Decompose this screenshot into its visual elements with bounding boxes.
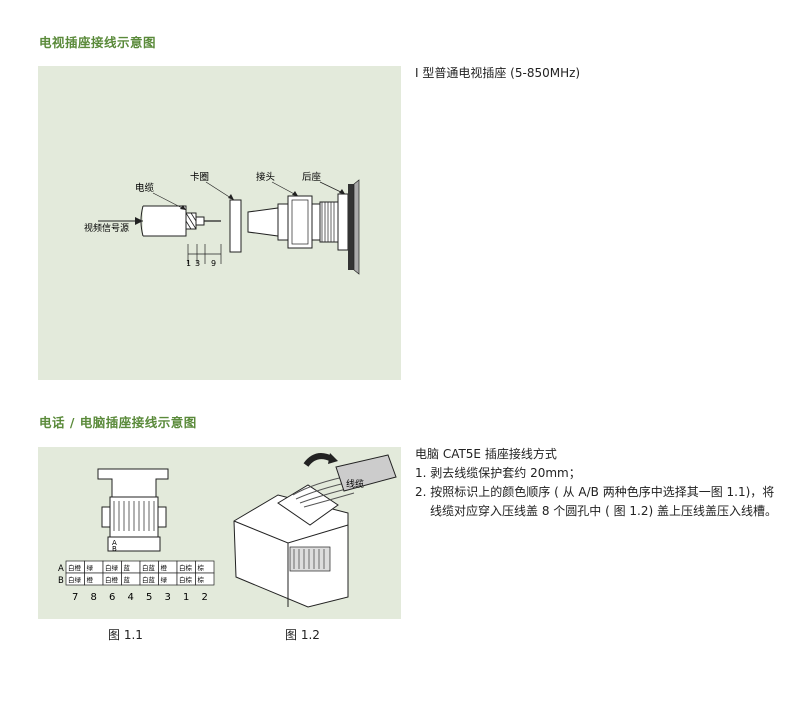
color-cell-label: 橙 xyxy=(87,575,94,584)
fig2-keystone: 线缆 xyxy=(233,453,397,608)
pin-number: 2 xyxy=(202,592,208,603)
label-back-seat: 后座 xyxy=(302,171,322,183)
pc-instructions: 电脑 CAT5E 插座接线方式 1. 剥去线缆保护套约 20mm； 2. 按照标… xyxy=(415,445,785,521)
color-cell-label: 白蓝 xyxy=(142,575,156,584)
color-cell-label: 蓝 xyxy=(124,563,131,572)
fig1-socket: A B xyxy=(97,468,169,553)
color-cell-label: 白绿 xyxy=(68,575,82,584)
pc-step-2: 2. 按照标识上的颜色顺序 ( 从 A/B 两种色序中选择其一图 1.1)，将线… xyxy=(415,485,777,518)
pin-number: 6 xyxy=(109,592,115,603)
tv-wiring-diagram: 1 3 9 电缆 卡圈 接头 后座 视频信号源 xyxy=(84,171,360,275)
fig2-cable-label: 线缆 xyxy=(346,478,364,490)
color-table: 白橙绿白绿蓝白蓝橙白棕棕白绿橙白橙蓝白蓝绿白棕棕 xyxy=(65,560,215,586)
color-cell-label: 白绿 xyxy=(105,563,119,572)
color-cell-label: 绿 xyxy=(87,563,94,572)
fig1-caption: 图 1.1 xyxy=(108,628,143,642)
dim-1: 1 xyxy=(186,259,191,268)
pin-number: 7 xyxy=(72,592,78,603)
cable-body xyxy=(143,205,187,237)
color-cell-label: 白蓝 xyxy=(142,563,156,572)
color-cell-label: 绿 xyxy=(161,575,168,584)
tv-section-title: 电视插座接线示意图 xyxy=(39,35,157,50)
pin-number: 8 xyxy=(91,592,97,603)
pc-step-1: 1. 剥去线缆保护套约 20mm； xyxy=(415,466,581,480)
tv-diagram-panel: 1 3 9 电缆 卡圈 接头 后座 视频信号源 xyxy=(38,66,401,380)
pin-number: 3 xyxy=(165,592,171,603)
pin-numbers: 7 8 6 4 5 3 1 2 xyxy=(72,592,208,603)
label-signal-source: 视频信号源 xyxy=(84,222,129,234)
color-cell-label: 白棕 xyxy=(179,563,193,572)
label-cable: 电缆 xyxy=(135,182,155,194)
color-cell-label: 白橙 xyxy=(105,575,119,584)
pin-number: 5 xyxy=(146,592,152,603)
plug-b-label: B xyxy=(112,545,117,553)
color-cell xyxy=(195,572,215,586)
dim-3: 3 xyxy=(195,259,200,268)
dim-9: 9 xyxy=(211,259,216,268)
row-a-label: A xyxy=(58,564,64,574)
color-cell-label: 棕 xyxy=(198,563,205,572)
back-seat-plate xyxy=(348,184,354,270)
color-cell-label: 橙 xyxy=(161,563,168,572)
color-cell-label: 白橙 xyxy=(68,563,82,572)
fig2-caption: 图 1.2 xyxy=(285,628,320,642)
pc-section-title: 电话 / 电脑插座接线示意图 xyxy=(39,415,197,430)
ring-part xyxy=(229,199,242,253)
tv-socket-type: Ⅰ 型普通电视插座 (5-850MHz) xyxy=(415,66,581,80)
color-cell-label: 白棕 xyxy=(179,575,193,584)
back-seat-thread xyxy=(319,201,339,243)
connector-part xyxy=(247,207,279,237)
pin-number: 1 xyxy=(183,592,189,603)
pc-intro: 电脑 CAT5E 插座接线方式 xyxy=(415,447,557,461)
plug-a-label: A xyxy=(112,539,117,547)
pc-steps-list: 1. 剥去线缆保护套约 20mm； 2. 按照标识上的颜色顺序 ( 从 A/B … xyxy=(415,464,785,521)
label-connector: 接头 xyxy=(256,171,275,183)
row-b-label: B xyxy=(58,576,64,586)
label-ring: 卡圈 xyxy=(190,171,209,183)
color-cell-label: 蓝 xyxy=(124,575,131,584)
pin-number: 4 xyxy=(128,592,134,603)
color-cell-label: 棕 xyxy=(198,575,205,584)
